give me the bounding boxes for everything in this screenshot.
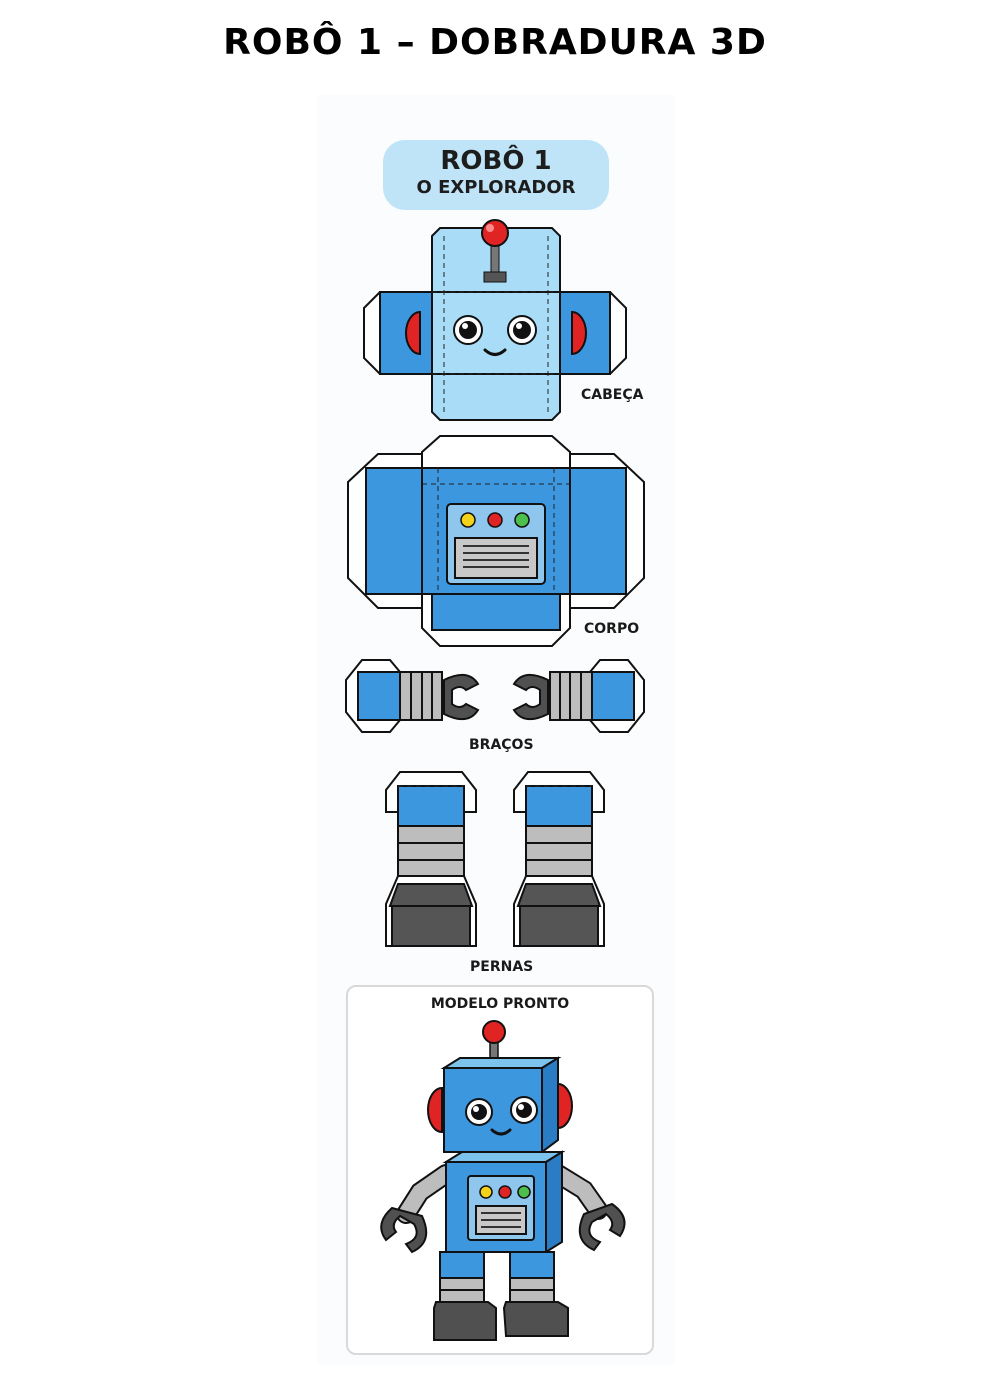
finished-robot-illustration [380,1020,626,1341]
finished-model-panel: MODELO PRONTO [346,985,654,1355]
right-leg-template [513,771,605,947]
head-template [363,219,627,421]
head-label: CABEÇA [581,387,644,403]
robot-title-badge: ROBÔ 1 O EXPLORADOR [383,140,609,210]
robot-name: ROBÔ 1 [440,146,552,176]
body-label: CORPO [584,621,640,637]
page-title: ROBÔ 1 – DOBRADURA 3D [223,22,767,63]
arms-label: BRAÇOS [469,737,534,753]
left-leg-template [385,771,477,947]
robot-subtitle: O EXPLORADOR [416,177,576,198]
finished-model-label: MODELO PRONTO [430,996,570,1012]
left-arm-template [345,659,480,733]
right-arm-template [512,659,645,733]
legs-label: PERNAS [470,959,534,975]
body-template [347,435,645,647]
